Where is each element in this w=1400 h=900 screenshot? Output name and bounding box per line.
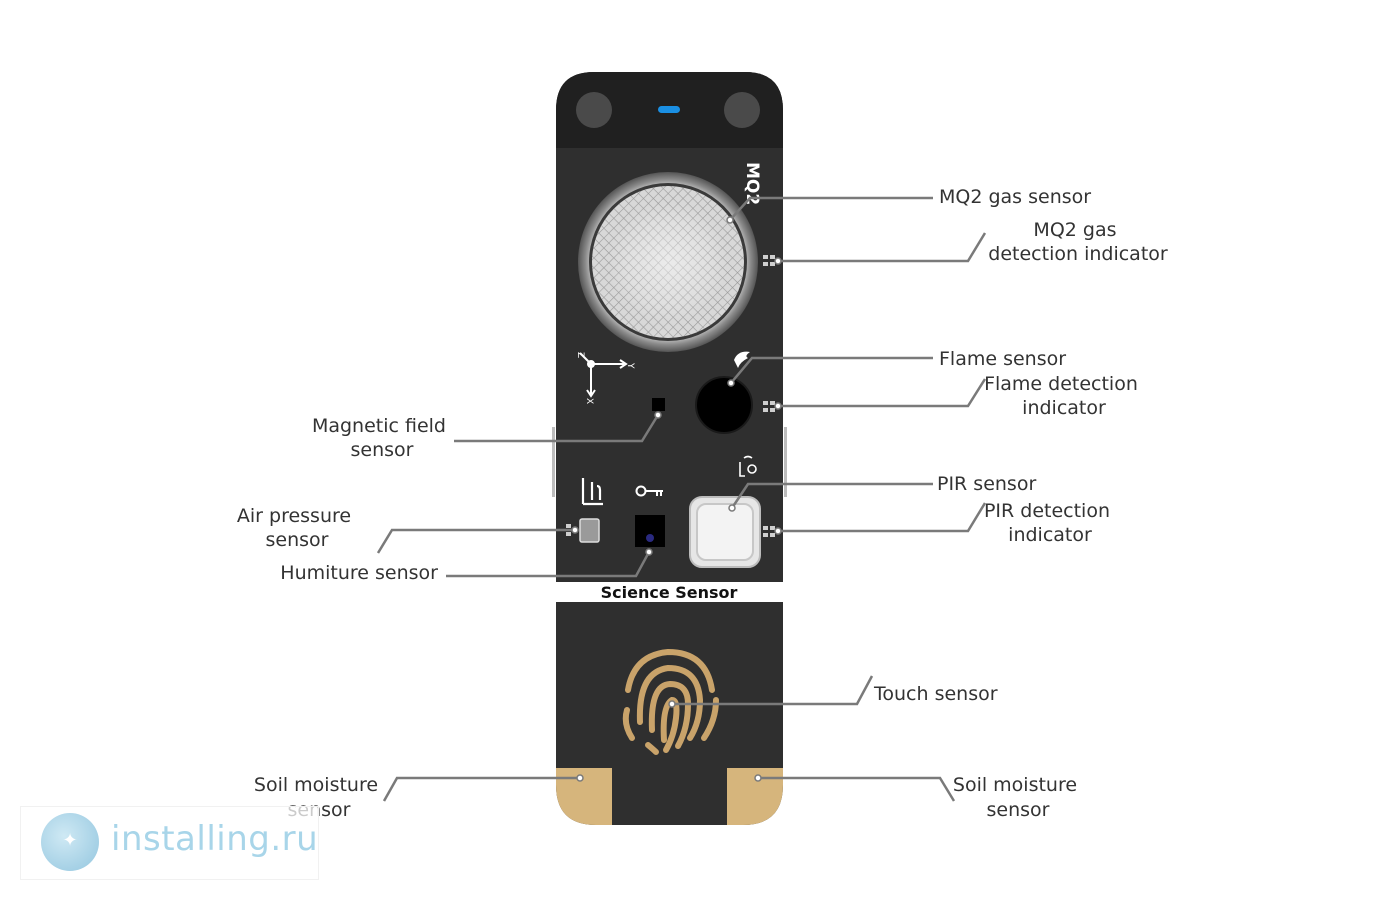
label-mq2-indicator-line2: detection indicator [988,243,1168,265]
axis-label-x: X [584,398,594,404]
label-flame-sensor: Flame sensor [939,348,1066,370]
magnetic-field-chip [652,398,665,411]
label-air-pressure-line1: Air pressure [237,505,351,527]
pir-icon [739,455,757,477]
title-strip [556,582,783,602]
soil-pad-right [727,768,783,825]
label-pir-indicator: PIR detection indicator [984,500,1116,546]
side-rail-left [552,427,555,497]
label-flame-indicator-line2: indicator [1022,397,1106,419]
leader-mq2-indicator [778,232,987,263]
label-pir-indicator-line1: PIR detection [984,500,1110,522]
label-magnetic-field: Magnetic field sensor [312,415,452,461]
leader-humiture [446,551,651,578]
label-mq2-gas-sensor: MQ2 gas sensor [939,186,1091,208]
mq2-indicator-led [763,255,775,266]
mounting-hole-left [576,92,612,128]
label-air-pressure-line2: sensor [266,529,329,551]
watermark-text: installing.ru [111,819,319,859]
leader-flame-indicator [778,378,987,408]
status-led [658,106,680,113]
pir-indicator-led [763,526,775,537]
mq2-marking: MQ2 [742,162,762,205]
fingerprint-touch-sensor [622,648,719,755]
label-humiture-sensor: Humiture sensor [280,562,438,584]
watermark-logo-icon: ✦ [41,813,99,871]
soil-pad-left [556,768,612,825]
key-icon [635,485,663,497]
leader-pir [730,482,933,509]
label-soil-moisture-right: Soil moisture sensor [953,774,1083,821]
leader-lines [376,196,987,802]
humiture-chip [635,515,665,547]
label-mq2-indicator-line1: MQ2 gas [1033,219,1116,241]
leader-pir-indicator [778,502,987,533]
flame-sensor [695,376,753,434]
axis-label-z: Z [575,352,585,358]
board-title: Science Sensor [601,583,738,602]
label-air-pressure: Air pressure sensor [237,505,357,551]
flame-icon [734,351,750,368]
mq2-gas-sensor [578,172,758,352]
leader-air-pressure [376,528,575,554]
axis-label-y: Y [625,362,635,369]
label-mq2-indicator: MQ2 gas detection indicator [988,219,1168,265]
leader-endpoints [571,216,782,782]
leader-touch [672,675,874,706]
axis-icon [579,352,628,398]
leader-soil-right [758,776,956,802]
leader-soil-left [382,776,580,802]
label-soil-right-line1: Soil moisture [953,774,1077,796]
label-soil-right-line2: sensor [987,799,1050,821]
side-rail-right [784,427,787,497]
leader-flame [730,356,933,384]
label-soil-left-line1: Soil moisture [254,774,378,796]
label-pir-sensor: PIR sensor [937,473,1036,495]
label-flame-indicator: Flame detection indicator [984,373,1144,419]
label-magnetic-field-line2: sensor [351,439,414,461]
label-touch-sensor: Touch sensor [873,683,998,705]
label-magnetic-field-line1: Magnetic field [312,415,446,437]
mounting-hole-right [724,92,760,128]
air-pressure-chip [579,518,600,543]
label-flame-indicator-line1: Flame detection [984,373,1138,395]
science-sensor-board: MQ2 Z Y X [552,72,787,825]
flame-indicator-led [763,401,775,412]
air-pressure-pads [566,524,571,536]
leader-magnetic [454,414,660,443]
watermark: ✦ installing.ru [20,806,319,880]
label-pir-indicator-line2: indicator [1008,524,1092,546]
thermometer-icon [581,478,603,506]
leader-mq2 [729,196,933,221]
